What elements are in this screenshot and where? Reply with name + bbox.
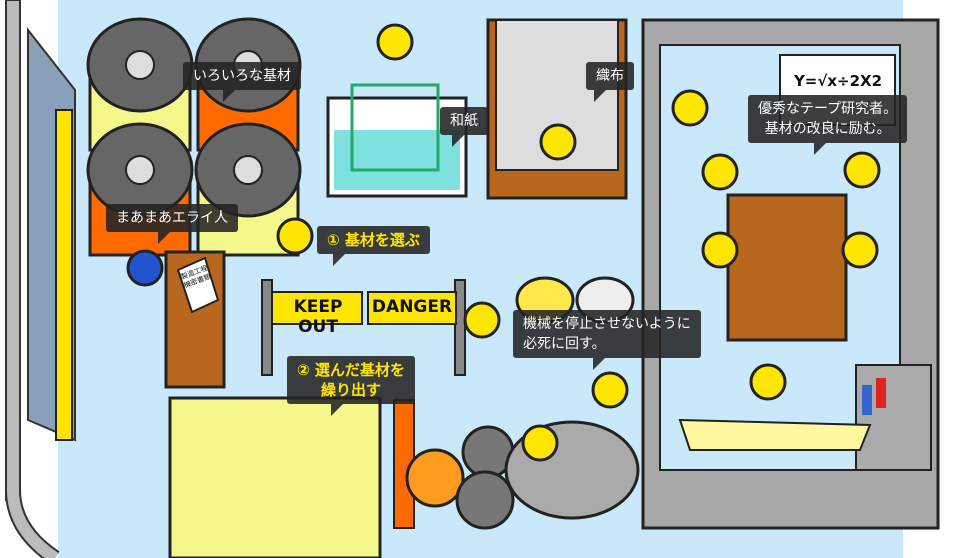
label-washi: 和紙 (440, 107, 488, 147)
whiteboard-formula: Y=√x÷2X2 (793, 72, 883, 90)
label-researcher: 優秀なテープ研究者。基材の改良に励む。 (748, 95, 908, 155)
danger-tape: DANGER (371, 297, 453, 317)
label-woven-fabric: 織布 (586, 62, 634, 102)
label-machine: 機械を停止させないように必死に回す。 (513, 310, 701, 370)
keep-out-tape: KEEP OUT (293, 297, 343, 337)
label-substrates: いろいろな基材 (183, 62, 301, 102)
label-boss: まあまあエライ人 (106, 204, 238, 244)
label-step1-select-substrate: ① 基材を選ぶ (317, 226, 430, 266)
label-step2-feed-substrate: ② 選んだ基材を繰り出す (287, 356, 415, 416)
